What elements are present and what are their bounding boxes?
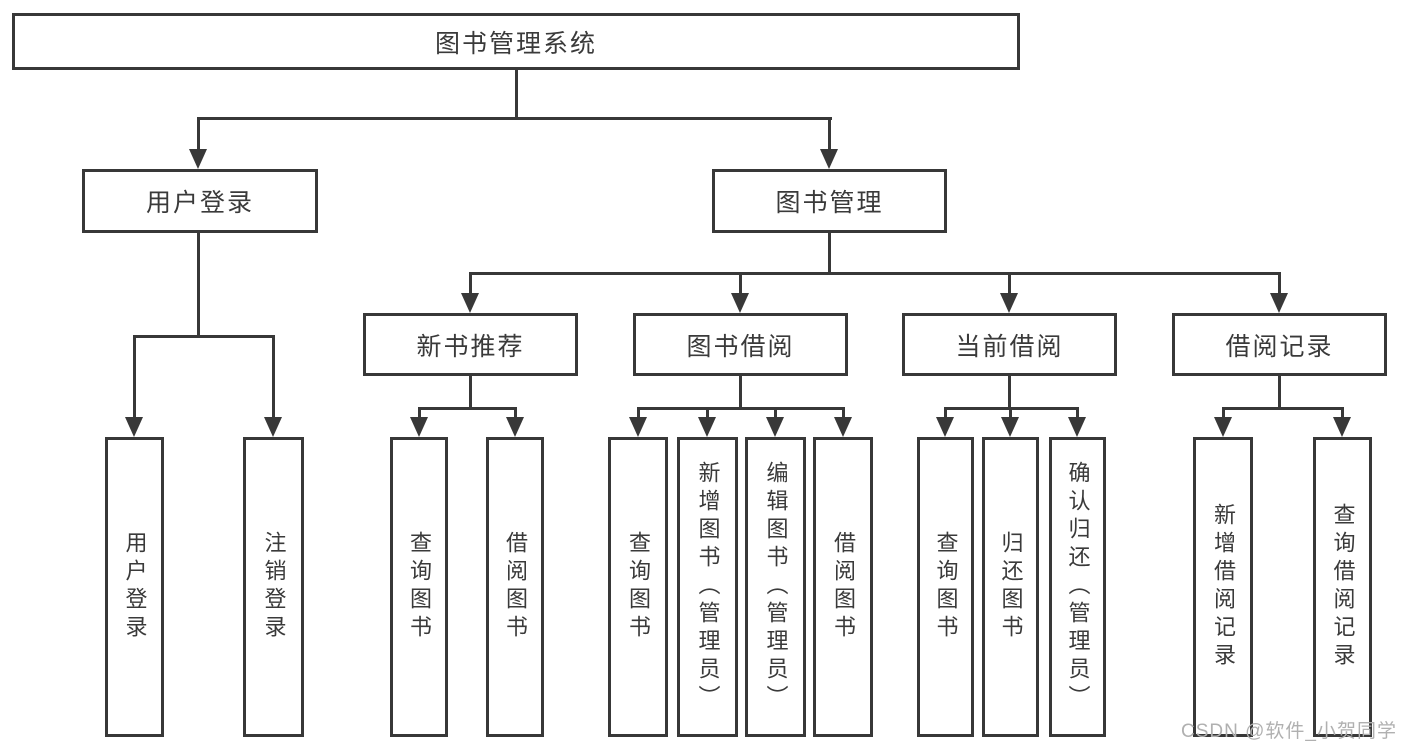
node-label: 图书管理: [775, 189, 884, 217]
leaf-add-books-admin: 新增图书（管理员）: [677, 437, 738, 737]
arrow-down-icon: [410, 417, 428, 437]
arrow-down-icon: [1001, 417, 1019, 437]
node-library-system: 图书管理系统: [12, 13, 1020, 70]
connector-line: [133, 335, 136, 421]
node-label: 借阅图书: [831, 531, 856, 643]
leaf-logout: 注销登录: [243, 437, 304, 737]
arrow-down-icon: [1214, 417, 1232, 437]
connector-line: [739, 376, 742, 407]
leaf-query-borrow-record: 查询借阅记录: [1313, 437, 1372, 737]
node-borrow-records: 借阅记录: [1172, 313, 1387, 376]
arrow-down-icon: [506, 417, 524, 437]
connector-line: [515, 70, 518, 117]
leaf-add-borrow-record: 新增借阅记录: [1193, 437, 1253, 737]
node-label: 用户登录: [122, 531, 148, 643]
leaf-query-books-current: 查询图书: [917, 437, 974, 737]
csdn-watermark: CSDN @软件_小贺同学: [1181, 721, 1397, 742]
connector-line: [514, 407, 517, 421]
connector-line: [828, 233, 831, 272]
connector-line: [637, 407, 640, 421]
arrow-down-icon: [766, 417, 784, 437]
arrow-down-icon: [1068, 417, 1086, 437]
leaf-confirm-return-admin: 确认归还（管理员）: [1049, 437, 1106, 737]
arrow-down-icon: [125, 417, 143, 437]
leaf-query-books-recommend: 查询图书: [390, 437, 448, 737]
connector-line: [133, 335, 275, 338]
arrow-down-icon: [936, 417, 954, 437]
connector-line: [944, 407, 947, 421]
node-label: 借阅记录: [1225, 332, 1334, 361]
arrow-down-icon: [629, 417, 647, 437]
arrow-down-icon: [1270, 293, 1288, 313]
node-current-borrowing: 当前借阅: [902, 313, 1117, 376]
node-label: 归还图书: [998, 531, 1024, 643]
node-label: 新书推荐: [416, 332, 525, 361]
connector-line: [1222, 407, 1344, 410]
connector-line: [739, 272, 742, 300]
connector-line: [774, 407, 777, 421]
node-label: 确认归还（管理员）: [1065, 461, 1091, 713]
connector-line: [1341, 407, 1344, 421]
connector-line: [469, 272, 1281, 275]
arrow-down-icon: [731, 293, 749, 313]
node-label: 借阅图书: [503, 531, 528, 643]
leaf-borrow-books: 借阅图书: [813, 437, 873, 737]
connector-line: [1009, 407, 1012, 421]
node-label: 编辑图书（管理员）: [763, 461, 789, 713]
connector-line: [828, 117, 831, 155]
node-label: 当前借阅: [955, 332, 1064, 361]
connector-line: [418, 407, 421, 421]
node-label: 用户登录: [145, 189, 254, 217]
node-label: 查询图书: [626, 531, 651, 643]
connector-line: [418, 407, 517, 410]
connector-line: [469, 272, 472, 300]
arrow-down-icon: [834, 417, 852, 437]
node-label: 图书借阅: [686, 332, 795, 361]
leaf-edit-books-admin: 编辑图书（管理员）: [745, 437, 806, 737]
node-label: 查询图书: [407, 531, 432, 643]
connector-line: [706, 407, 709, 421]
connector-line: [1278, 272, 1281, 300]
arrow-down-icon: [461, 293, 479, 313]
connector-line: [197, 233, 200, 335]
connector-line: [272, 335, 275, 421]
connector-line: [1008, 272, 1011, 300]
leaf-borrow-books-recommend: 借阅图书: [486, 437, 544, 737]
node-new-book-recommend: 新书推荐: [363, 313, 578, 376]
node-book-borrowing: 图书借阅: [633, 313, 848, 376]
node-label: 图书管理系统: [434, 29, 597, 58]
connector-line: [469, 376, 472, 407]
arrow-down-icon: [264, 417, 282, 437]
arrow-down-icon: [1000, 293, 1018, 313]
node-label: 查询借阅记录: [1330, 503, 1356, 671]
leaf-user-login: 用户登录: [105, 437, 164, 737]
arrow-down-icon: [189, 149, 207, 169]
node-label: 查询图书: [933, 531, 959, 643]
node-label: 新增借阅记录: [1211, 503, 1236, 671]
leaf-return-books: 归还图书: [982, 437, 1039, 737]
connector-line: [1278, 376, 1281, 407]
connector-line: [1076, 407, 1079, 421]
node-label: 注销登录: [261, 531, 287, 643]
node-user-login: 用户登录: [82, 169, 318, 233]
connector-line: [637, 407, 845, 410]
connector-line: [197, 117, 832, 120]
node-label: 新增图书（管理员）: [695, 461, 721, 713]
arrow-down-icon: [698, 417, 716, 437]
node-book-management: 图书管理: [712, 169, 947, 233]
connector-line: [842, 407, 845, 421]
arrow-down-icon: [1333, 417, 1351, 437]
leaf-query-books-borrowing: 查询图书: [608, 437, 668, 737]
arrow-down-icon: [820, 149, 838, 169]
connector-line: [1008, 376, 1011, 407]
connector-line: [1222, 407, 1225, 421]
connector-line: [197, 117, 200, 155]
